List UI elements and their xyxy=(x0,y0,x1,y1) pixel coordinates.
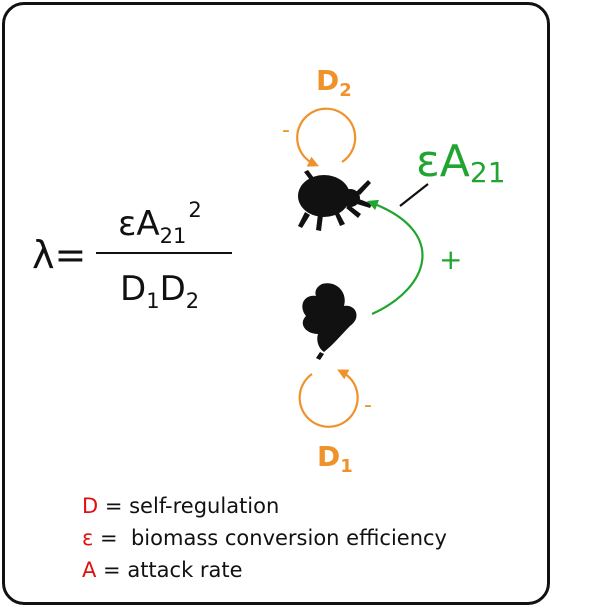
equation-A: A xyxy=(136,204,159,244)
d2-self-regulation: D2 - xyxy=(282,64,357,167)
equation-epsilon: ε xyxy=(118,204,136,244)
legend-text: = attack rate xyxy=(96,558,243,582)
green-interaction-arrow xyxy=(366,199,424,316)
d1-sign: - xyxy=(364,393,372,418)
equation-lhs: λ= xyxy=(32,233,86,277)
diagram-frame xyxy=(2,2,550,605)
legend-symbol: A xyxy=(82,558,97,582)
interaction-pointer-line xyxy=(399,183,429,207)
lambda-equation: λ= εA212 D1D2 xyxy=(32,198,232,313)
leaf-icon xyxy=(302,283,357,360)
d2-label: D2 xyxy=(316,64,352,101)
d1-self-regulation: - D1 xyxy=(298,369,372,477)
interaction-sign: + xyxy=(439,243,462,276)
d1-loop-arrow xyxy=(298,369,359,428)
equation-subscript-21: 21 xyxy=(160,224,187,248)
legend-item-conversion-efficiency: ε = biomass conversion efficiency xyxy=(82,526,447,550)
attack-interaction: εA21 + xyxy=(366,136,506,316)
d1-label: D1 xyxy=(317,440,353,477)
legend-symbol: ε xyxy=(82,526,94,550)
interaction-label: εA21 xyxy=(416,136,506,189)
d2-loop-arrow xyxy=(296,107,357,167)
legend-symbol: D xyxy=(82,494,99,518)
legend-text: = biomass conversion efficiency xyxy=(93,526,447,550)
legend-item-attack-rate: A = attack rate xyxy=(82,558,243,582)
legend-text: = self-regulation xyxy=(98,494,280,518)
equation-denominator: D1D2 xyxy=(120,269,199,313)
beetle-icon xyxy=(298,170,372,231)
equation-superscript-2: 2 xyxy=(188,198,201,222)
d2-sign: - xyxy=(282,118,290,143)
svg-text:εA212: εA212 xyxy=(118,198,202,248)
legend-item-self-regulation: D = self-regulation xyxy=(82,494,279,518)
